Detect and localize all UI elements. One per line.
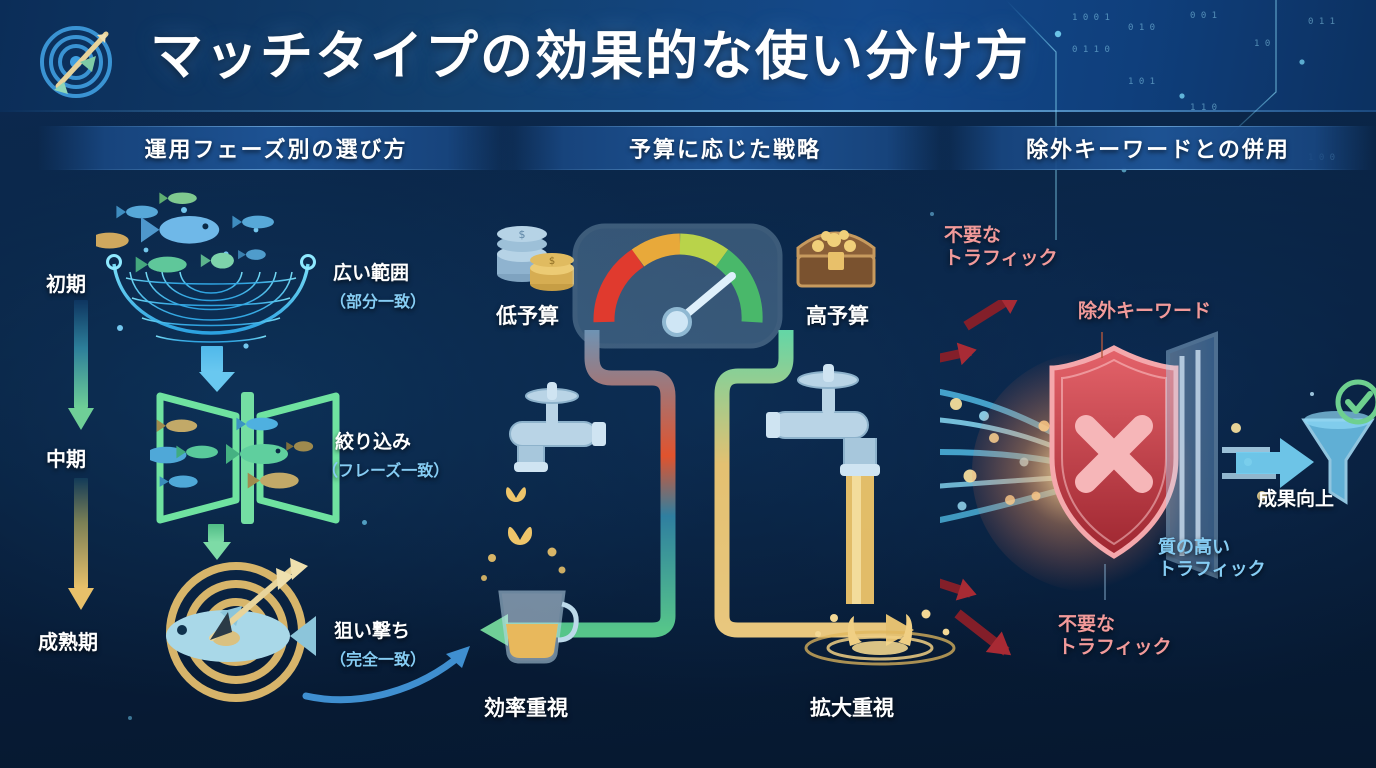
phase-item-name-exact: 狙い撃ち xyxy=(334,621,411,642)
phase-item-sub-phrase: （フレーズ一致） xyxy=(322,463,450,480)
budget-outcome-expansion: 拡大重視 xyxy=(810,697,894,720)
quality-line-1: 質の高い xyxy=(1158,537,1230,557)
section-header-budget: 予算に応じた戦略 xyxy=(500,126,950,170)
net-to-filter-arrow xyxy=(199,346,235,394)
target-fish-icon xyxy=(140,552,340,712)
svg-text:0 0 1: 0 0 1 xyxy=(1190,11,1217,21)
shield-gate-funnel-scene xyxy=(940,300,1376,656)
title-banner: 1 0 0 1 0 1 1 0 0 1 0 1 0 1 0 0 1 1 1 0 1 0… xyxy=(0,0,1376,240)
phase-item-name-broad: 広い範囲 xyxy=(333,263,410,284)
phase-label-mature: 成熟期 xyxy=(38,632,98,654)
quality-line-2: トラフィック xyxy=(1158,558,1266,579)
coin-stack-icon: $ $ xyxy=(497,226,574,291)
phase-arrow-initial-to-middle xyxy=(68,300,94,430)
negative-blocked-traffic-bottom: 不要な トラフィック xyxy=(1058,613,1172,659)
keyword-leader-line xyxy=(1101,332,1103,358)
budget-label-high: 高予算 xyxy=(806,305,869,328)
budget-label-low: 低予算 xyxy=(496,305,559,328)
blocked-bottom-line-1: 不要な xyxy=(1058,614,1116,635)
svg-text:1 0: 1 0 xyxy=(1254,39,1270,49)
phase-item-sub-exact: （完全一致） xyxy=(330,652,427,669)
drip-faucet-cup-icon xyxy=(498,590,579,664)
svg-text:$: $ xyxy=(549,256,555,267)
quality-leader-line xyxy=(1104,564,1106,600)
svg-text:1 0 0 1: 1 0 0 1 xyxy=(1072,13,1110,23)
target-arrow-icon xyxy=(40,26,112,98)
treasure-chest-icon xyxy=(796,230,876,288)
fishing-net-icon xyxy=(77,186,326,386)
blocked-bottom-line-2: トラフィック xyxy=(1058,637,1172,659)
svg-text:$: $ xyxy=(519,228,526,241)
phase-label-middle: 中期 xyxy=(46,449,86,471)
negative-result-label: 成果向上 xyxy=(1258,489,1335,510)
filter-to-target-arrow xyxy=(203,524,231,564)
svg-text:0 1 0: 0 1 0 xyxy=(1128,23,1155,33)
phase-arrow-middle-to-mature xyxy=(68,478,94,610)
svg-text:1 0 1: 1 0 1 xyxy=(1128,77,1155,87)
section-header-negative: 除外キーワードとの併用 xyxy=(940,126,1376,170)
phase-item-name-phrase: 絞り込み xyxy=(335,432,412,453)
section-header-phases: 運用フェーズ別の選び方 xyxy=(38,126,514,170)
ambient-dot xyxy=(362,520,367,525)
funnel-filter-icon xyxy=(133,382,346,534)
ambient-dot xyxy=(128,716,132,720)
negative-keyword-label: 除外キーワード xyxy=(1078,301,1212,322)
speedometer-gauge-icon xyxy=(572,223,783,349)
svg-text:0 1 1: 0 1 1 xyxy=(1308,17,1335,27)
negative-quality-traffic: 質の高い トラフィック xyxy=(1158,537,1266,581)
svg-text:1 1 0: 1 1 0 xyxy=(1190,103,1217,113)
ambient-dot xyxy=(930,212,934,216)
phase-item-sub-broad: （部分一致） xyxy=(330,294,427,311)
pouring-faucet-splash-icon xyxy=(804,609,956,666)
page-title: マッチタイプの効果的な使い分け方 xyxy=(150,27,1030,86)
budget-outcome-efficiency: 効率重視 xyxy=(484,697,568,720)
svg-text:0 1 1 0: 0 1 1 0 xyxy=(1072,45,1110,55)
blocked-top-line-1: 不要な xyxy=(944,225,1002,246)
blocked-top-line-2: トラフィック xyxy=(944,248,1058,270)
phase-to-budget-curve-arrow xyxy=(302,646,470,704)
negative-blocked-traffic-top: 不要な トラフィック xyxy=(944,224,1058,270)
budget-pipes-diagram xyxy=(480,330,914,646)
phase-label-initial: 初期 xyxy=(46,274,86,296)
